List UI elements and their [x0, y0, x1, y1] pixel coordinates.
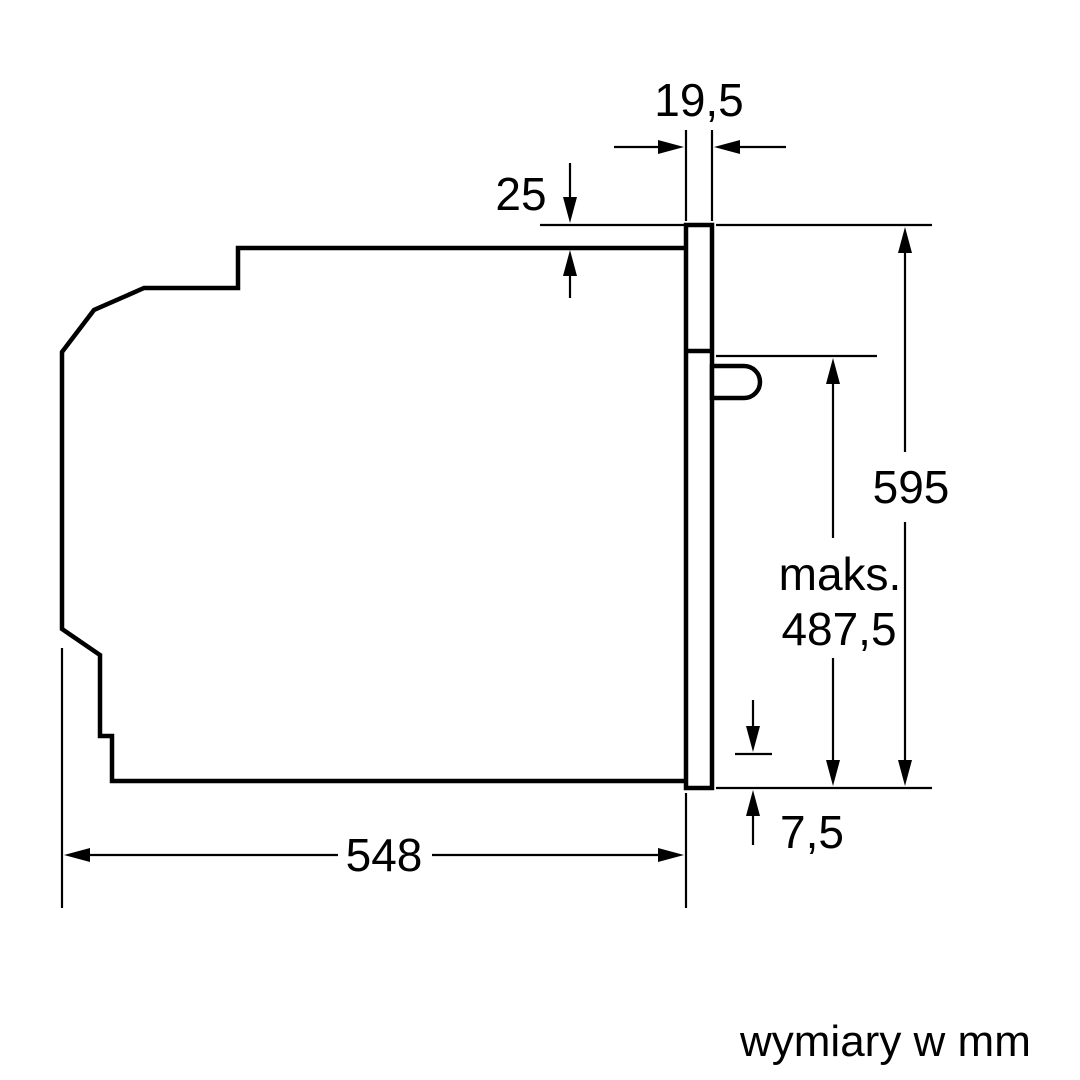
- arrowhead-down-icon: [898, 760, 912, 786]
- arrowhead-right-icon: [658, 848, 684, 862]
- door-front-panel: [683, 222, 715, 791]
- dimension-total-height: 595: [716, 223, 950, 790]
- dimension-front-thickness: 19,5: [614, 74, 786, 221]
- door-handle: [709, 363, 763, 401]
- arrowhead-up-icon: [746, 790, 760, 816]
- max-height-value-label: 487,5: [781, 603, 896, 655]
- dimension-max-height: maks. 487,5: [716, 354, 902, 786]
- arrowhead-up-icon: [563, 250, 577, 276]
- dimension-bottom-overhang: 7,5: [735, 700, 844, 858]
- bottom-overhang-label: 7,5: [780, 806, 844, 858]
- arrowhead-up-icon: [898, 227, 912, 253]
- oven-body-outline: [59, 245, 691, 784]
- max-height-prefix-label: maks.: [779, 548, 902, 600]
- units-caption: wymiary w mm: [739, 1017, 1031, 1066]
- arrowhead-up-icon: [826, 358, 840, 384]
- total-height-label: 595: [873, 461, 950, 513]
- oven-side-profile: [59, 222, 763, 791]
- arrowhead-down-icon: [826, 760, 840, 786]
- dimension-body-depth: 548: [60, 648, 688, 908]
- dimension-top-overhang: 25: [495, 163, 684, 298]
- arrowhead-left-icon: [714, 140, 740, 154]
- arrowhead-right-icon: [658, 140, 684, 154]
- front-thickness-label: 19,5: [654, 74, 744, 126]
- body-depth-label: 548: [346, 829, 423, 881]
- arrowhead-down-icon: [563, 197, 577, 223]
- arrowhead-left-icon: [64, 848, 90, 862]
- arrowhead-down-icon: [746, 726, 760, 752]
- top-overhang-label: 25: [495, 168, 546, 220]
